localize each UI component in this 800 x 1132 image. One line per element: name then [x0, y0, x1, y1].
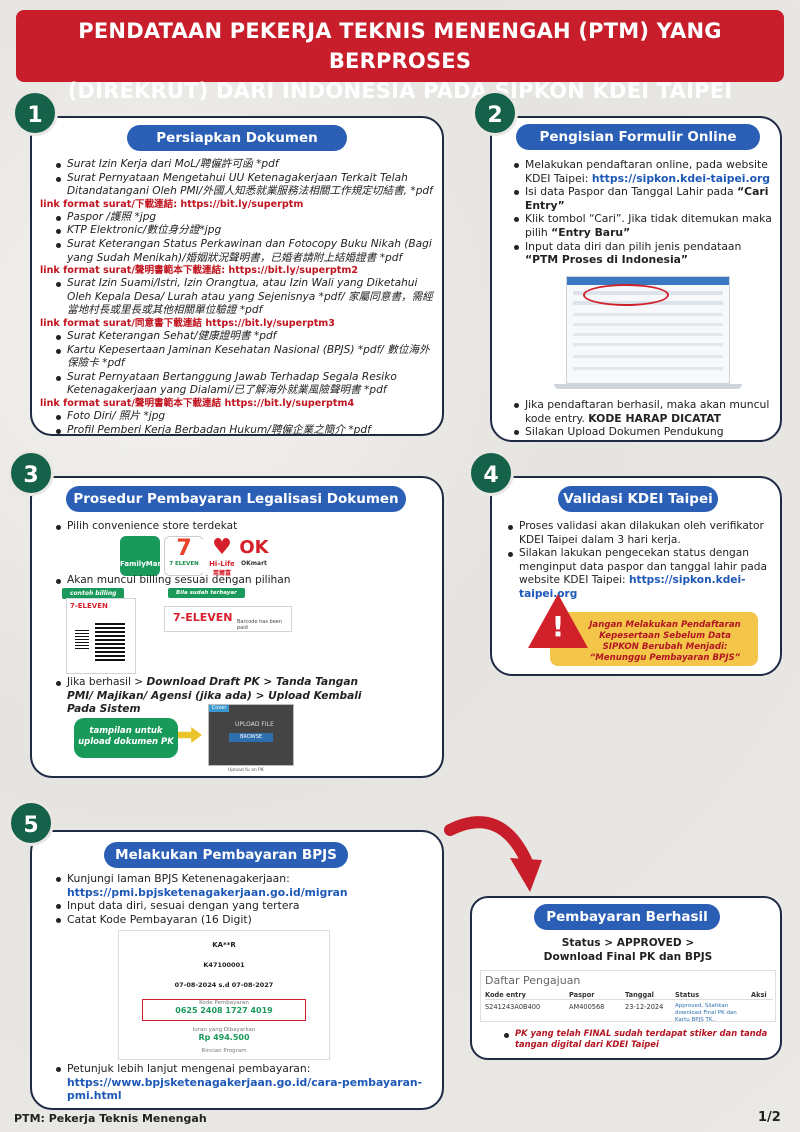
upload-screenshot: Cover UPLOAD FILE BROWSE — [208, 704, 294, 766]
billing-tag: contoh billing — [62, 588, 125, 599]
step-2-title: Pengisian Formulir Online — [516, 124, 760, 150]
browse-button[interactable]: BROWSE — [229, 733, 273, 742]
step-3-list-c: Jika berhasil > Download Draft PK > Tand… — [54, 676, 374, 717]
step-5-number: 5 — [8, 800, 54, 846]
format-link-1[interactable]: link format surat/下載連結: https://bit.ly/s… — [40, 198, 304, 210]
form-step: Jika pendaftaran berhasil, maka akan mun… — [512, 398, 776, 425]
sipkon-link[interactable]: https://sipkon.kdei-taipei.org — [591, 171, 771, 185]
warning-box: Jangan Melakukan Pendaftaran Kepesertaan… — [550, 612, 758, 666]
pay-step: Pilih convenience store terdekat — [54, 520, 438, 534]
doc-item: Kartu Kepesertaan Jaminan Kesehatan Nasi… — [54, 344, 438, 371]
doc-item: Surat Keterangan Status Perkawinan dan F… — [54, 238, 438, 265]
validation-step: Proses validasi akan dilakukan oleh veri… — [506, 520, 778, 547]
step-5-list-a: Kunjungi laman BPJS Ketenenagakerjaan: h… — [54, 872, 438, 926]
step-3-list-a: Pilih convenience store terdekat — [54, 520, 438, 534]
step-3-list-b: Akan muncul billing sesuai dengan piliha… — [54, 574, 438, 588]
bpjs-receipt: KA**R K47100001 07-08-2024 s.d 07-08-202… — [118, 930, 330, 1060]
bpjs-step: Catat Kode Pembayaran (16 Digit) — [54, 913, 438, 927]
format-link-3[interactable]: link format surat/同意書下載連結 https://bit.ly… — [40, 317, 335, 329]
doc-item: Surat Izin Kerja dari MoL/聘僱許可函 *pdf — [54, 158, 438, 172]
step-4-title: Validasi KDEI Taipei — [558, 486, 718, 512]
form-step: Input data diri dan pilih jenis pendataa… — [512, 240, 776, 267]
form-screenshot — [566, 276, 730, 384]
step-2-list-2: Jika pendaftaran berhasil, maka akan mun… — [512, 398, 776, 439]
step-4-panel: Validasi KDEI Taipei Proses validasi aka… — [490, 476, 782, 676]
form-step: Klik tombol “Cari”. Jika tidak ditemukan… — [512, 212, 776, 239]
form-step: Silakan Upload Dokumen Pendukung — [512, 425, 776, 439]
page-number: 1/2 — [758, 1110, 781, 1125]
laptop-base — [554, 384, 742, 389]
step-5-title: Melakukan Pembayaran BPJS — [104, 842, 348, 868]
step-1-title: Persiapkan Dokumen — [127, 125, 347, 151]
format-link-4[interactable]: link format surat/聲明書範本下載連結 https://bit.… — [40, 397, 355, 409]
step-1-number: 1 — [12, 90, 58, 136]
step-6-title: Pembayaran Berhasil — [534, 904, 720, 930]
format-link-2[interactable]: link format surat/聲明書範本下載連結: https://bit… — [40, 265, 359, 277]
upload-note: tampilan untuk upload dokumen PK — [74, 718, 178, 758]
step-1-list: Surat Izin Kerja dari MoL/聘僱許可函 *pdf Sur… — [40, 158, 438, 434]
step-3-number: 3 — [8, 450, 54, 496]
bpjs-step: Petunjuk lebih lanjut mengenai pembayara… — [54, 1062, 424, 1103]
payment-code: 0625 2408 1727 4019 — [175, 1006, 273, 1015]
doc-item: Profil Pemberi Kerja Berbadan Hukum/聘僱企業… — [54, 424, 438, 434]
step-5-panel: Melakukan Pembayaran BPJS Kunjungi laman… — [30, 830, 444, 1110]
step-3-panel: Prosedur Pembayaran Legalisasi Dokumen P… — [30, 476, 444, 778]
arrow-right-icon — [178, 727, 202, 743]
step-4-number: 4 — [468, 450, 514, 496]
doc-item: Surat Keterangan Sehat/健康證明書 *pdf — [54, 330, 438, 344]
step-6-note: PK yang telah FINAL sudah terdapat stike… — [502, 1028, 768, 1050]
download-final-link[interactable]: Approved, Silahkan download Final PK dan… — [675, 1003, 737, 1023]
doc-item: Foto Diri/ 照片 *jpg — [54, 410, 438, 424]
step-4-list: Proses validasi akan dilakukan oleh veri… — [506, 520, 778, 602]
bpjs-guide-link[interactable]: https://www.bpjsketenagakerjaan.go.id/ca… — [67, 1075, 423, 1103]
banner-line-2: (DIREKRUT) DARI INDONESIA PADA SIPKON KD… — [67, 79, 733, 103]
step-2-number: 2 — [472, 90, 518, 136]
payment-amount: Rp 494.500 — [198, 1033, 250, 1042]
bpjs-step: Input data diri, sesuai dengan yang tert… — [54, 899, 438, 913]
doc-item: Surat Pernyataan Mengetahui UU Ketenagak… — [54, 172, 438, 199]
pay-step: Akan muncul billing sesuai dengan piliha… — [54, 574, 438, 588]
footer-legend: PTM: Pekerja Teknis Menengah — [14, 1112, 207, 1125]
paid-sample: 7-ELEVEN Barcode has been paid — [164, 606, 292, 632]
billing-sample: 7-ELEVEN — [66, 598, 136, 674]
form-step: Isi data Paspor dan Tanggal Lahir pada “… — [512, 185, 776, 212]
step-6-panel: Pembayaran Berhasil Status > APPROVED > … — [470, 896, 782, 1060]
doc-item: Surat Pernyataan Bertanggung Jawab Terha… — [54, 371, 438, 398]
banner-line-1: PENDATAAN PEKERJA TEKNIS MENENGAH (PTM) … — [78, 19, 722, 73]
doc-item: Paspor /護照 *jpg — [54, 211, 438, 225]
validation-step: Silakan lakukan pengecekan status dengan… — [506, 547, 778, 601]
familymart-logo: FamilyMart — [120, 536, 164, 576]
sipkon-link[interactable]: https://sipkon.kdei-taipei.org — [519, 574, 746, 600]
step-2-panel: Pengisian Formulir Online Melakukan pend… — [490, 116, 782, 442]
step-1-panel: Persiapkan Dokumen Surat Izin Kerja dari… — [30, 116, 444, 436]
curved-arrow-icon — [444, 816, 542, 892]
step-3-title: Prosedur Pembayaran Legalisasi Dokumen — [66, 486, 406, 512]
upload-caption: Upload fu an PK — [228, 768, 264, 773]
step-5-list-b: Petunjuk lebih lanjut mengenai pembayara… — [54, 1062, 424, 1103]
page-banner: PENDATAAN PEKERJA TEKNIS MENENGAH (PTM) … — [16, 10, 784, 103]
form-step: Melakukan pendaftaran online, pada websi… — [512, 158, 776, 185]
approved-status: Status > APPROVED > Download Final PK da… — [543, 937, 713, 963]
bpjs-link[interactable]: https://pmi.bpjsketenagakerjaan.go.id/mi… — [67, 885, 348, 899]
doc-item: KTP Elektronic/數位身分證*jpg — [54, 224, 438, 238]
bpjs-step: Kunjungi laman BPJS Ketenenagakerjaan: h… — [54, 872, 438, 899]
pay-step: Jika berhasil > Download Draft PK > Tand… — [54, 676, 374, 717]
paid-tag: Bila sudah terbayar — [168, 588, 245, 598]
doc-item: Surat Izin Suami/Istri, Izin Orangtua, a… — [54, 277, 438, 318]
step-2-list: Melakukan pendaftaran online, pada websi… — [512, 158, 776, 267]
